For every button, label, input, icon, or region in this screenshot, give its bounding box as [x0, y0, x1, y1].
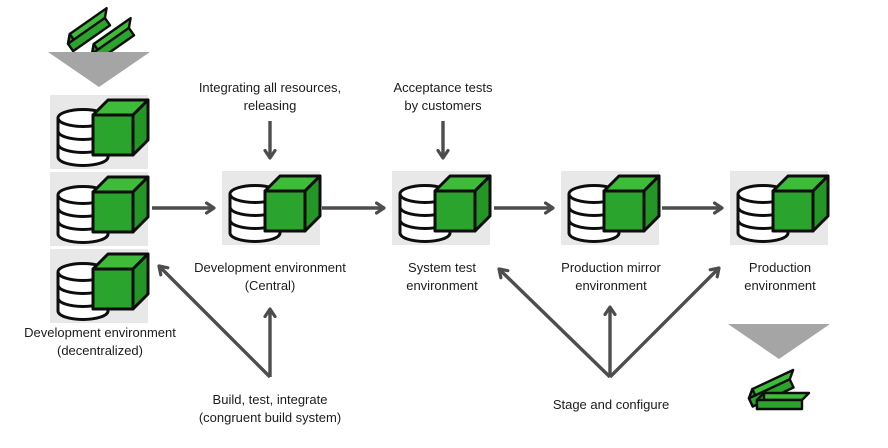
label-integrating-releasing: Integrating all resources, releasing	[198, 80, 342, 113]
arrow-build-to-decentralized	[159, 266, 272, 379]
output-funnel-icon	[728, 324, 830, 359]
label-build-test-integrate: Build, test, integrate (congruent build …	[198, 392, 342, 425]
env-box-dev-decentralized-2	[50, 172, 148, 246]
label-env-system-test: System test environment	[406, 260, 478, 293]
label-env-dev-decentralized: Development environment (decentralized)	[24, 325, 176, 358]
env-box-production-mirror	[561, 171, 659, 245]
env-box-system-test	[392, 171, 490, 245]
label-stage-and-configure: Stage and configure	[552, 397, 670, 412]
arrow-stage-to-production	[608, 268, 719, 379]
arrow-stage-to-systemtest	[499, 269, 612, 379]
label-env-dev-central: Development environment (Central)	[194, 260, 346, 293]
label-env-production-mirror: Production mirror environment	[561, 260, 661, 293]
env-box-production	[730, 171, 828, 245]
output-packages-icon	[744, 368, 811, 411]
env-box-dev-decentralized-3	[50, 249, 148, 323]
input-funnel-icon	[48, 52, 150, 87]
label-acceptance-tests: Acceptance tests by customers	[393, 80, 493, 113]
env-box-dev-central	[222, 171, 320, 245]
label-env-production: Production environment	[744, 260, 816, 293]
env-box-dev-decentralized-1	[50, 95, 148, 169]
